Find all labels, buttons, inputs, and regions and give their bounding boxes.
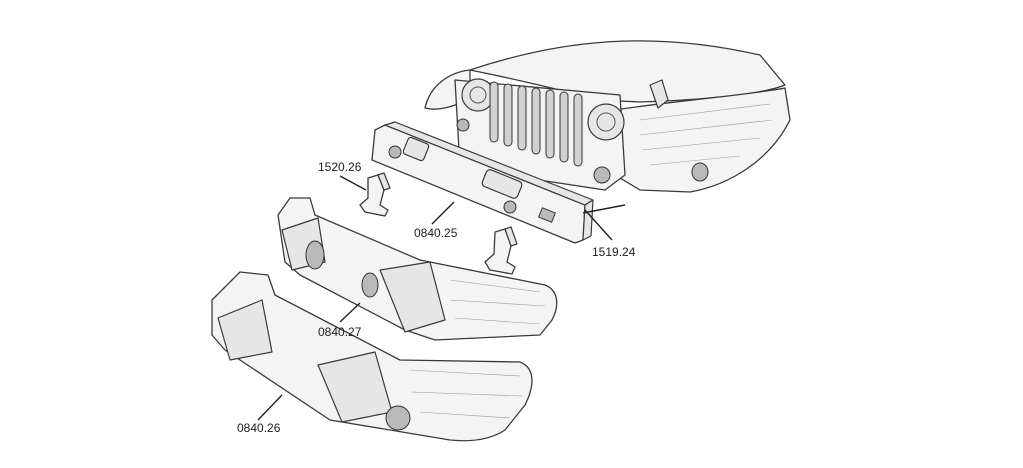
bumper-front-part [211,271,533,442]
callout-1520-26: 1520.26 [318,160,362,174]
left-headlight [461,78,495,112]
callout-0840-26: 0840.26 [237,421,281,435]
bumper-bar [371,121,626,244]
bracket-left-part [359,172,391,217]
callout-1519-24: 1519.24 [592,245,636,259]
callout-0840-27: 0840.27 [318,325,362,339]
right-headlight [587,103,625,141]
bumper-mid-part [277,197,558,341]
leader-lines [257,175,613,421]
bracket-right-part [484,226,518,275]
callout-0840-25: 0840.25 [414,226,458,240]
side-marker-light [691,162,709,182]
hood-latch [649,79,669,109]
